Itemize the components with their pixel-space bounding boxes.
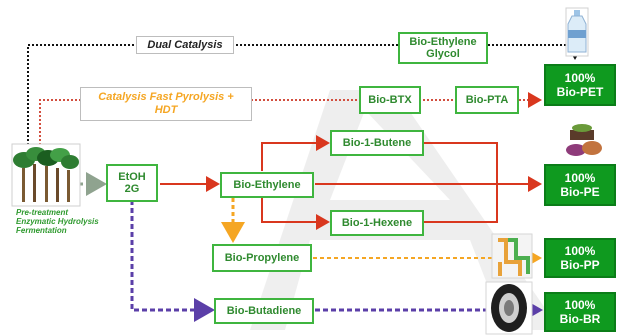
bio-pta-box: Bio-PTA bbox=[455, 86, 519, 114]
pretreatment-line-3: Fermentation bbox=[16, 226, 67, 235]
ethylene-to-hexene-arrow bbox=[261, 197, 330, 230]
bio-ethylene-box: Bio-Ethylene bbox=[220, 172, 314, 198]
bio-1-hexene-box: Bio-1-Hexene bbox=[330, 210, 424, 236]
output-bio-pp: 100% Bio-PP bbox=[544, 238, 616, 278]
br-tire-image bbox=[485, 281, 533, 335]
bio-1-butene-box: Bio-1-Butene bbox=[330, 130, 424, 156]
bio-propylene-box: Bio-Propylene bbox=[212, 244, 312, 272]
output-bio-br: 100% Bio-BR bbox=[544, 292, 616, 332]
pretreatment-line-2: Enzymatic Hydrolysis bbox=[16, 217, 99, 226]
bio-btx-box: Bio-BTX bbox=[359, 86, 421, 114]
pe-packaging-image bbox=[566, 124, 606, 160]
dual-catalysis-label: Dual Catalysis bbox=[136, 36, 234, 54]
hexene-join-line bbox=[424, 184, 498, 223]
pretreatment-text: Pre-treatment Enzymatic Hydrolysis Ferme… bbox=[16, 208, 126, 235]
fast-pyrolysis-label: Catalysis Fast Pyrolysis + HDT bbox=[80, 87, 252, 121]
etoh-2g-box: EtOH 2G bbox=[106, 164, 158, 202]
bio-ethylene-glycol-box: Bio-Ethylene Glycol bbox=[398, 32, 488, 64]
biomass-to-butadiene-arrow bbox=[130, 200, 215, 322]
pretreatment-line-1: Pre-treatment bbox=[16, 208, 69, 217]
bio-butadiene-box: Bio-Butadiene bbox=[214, 298, 314, 324]
ethylene-to-butene-arrow bbox=[261, 135, 330, 171]
pp-chairs-image bbox=[491, 233, 533, 279]
biomass-trees-image bbox=[11, 143, 81, 207]
pet-bottle-image bbox=[565, 7, 589, 57]
fast-pyrolysis-line bbox=[39, 92, 542, 145]
output-bio-pet: 100% Bio-PET bbox=[544, 64, 616, 106]
output-bio-pe: 100% Bio-PE bbox=[544, 164, 616, 206]
butene-join-line bbox=[424, 142, 498, 184]
